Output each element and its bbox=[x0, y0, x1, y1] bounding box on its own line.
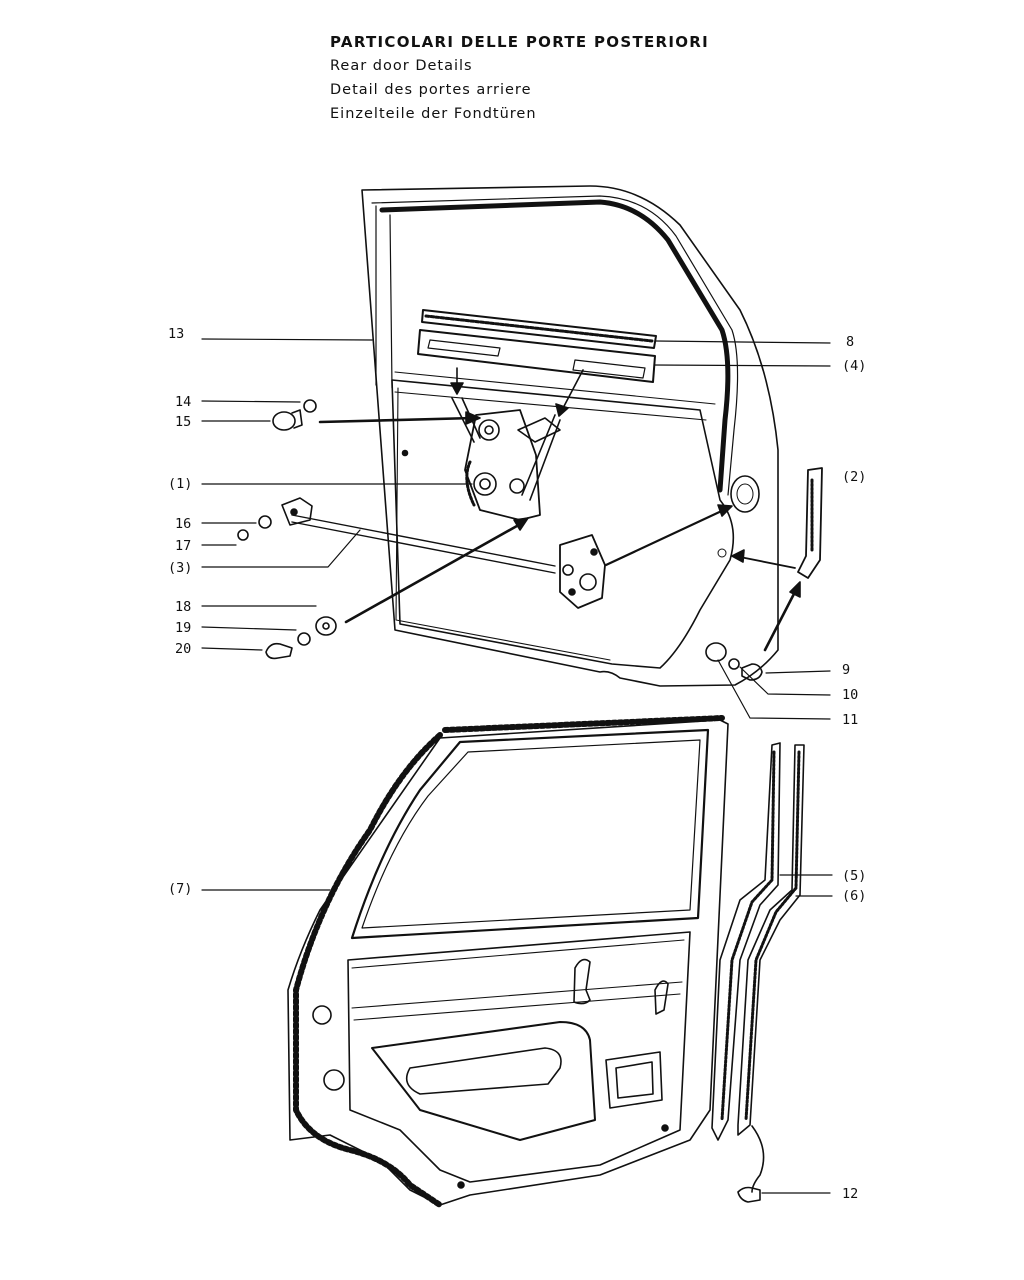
striker-plate-2 bbox=[797, 467, 823, 579]
washer-11 bbox=[705, 642, 727, 662]
callout-17: 17 bbox=[175, 538, 192, 554]
window-crank bbox=[573, 958, 591, 1005]
lower-door-outline bbox=[287, 719, 729, 1206]
callout-19: 19 bbox=[175, 620, 192, 636]
washer-19 bbox=[297, 632, 311, 646]
washer-10 bbox=[728, 658, 740, 670]
nut-16 bbox=[258, 515, 272, 529]
seal-strip-5 bbox=[711, 742, 781, 1141]
door-opener bbox=[654, 980, 669, 1015]
callout-8: 8 bbox=[846, 334, 855, 350]
callout-16: 16 bbox=[175, 516, 192, 532]
window-channel-8 bbox=[421, 309, 657, 349]
inner-panel bbox=[391, 379, 735, 669]
window-regulator-1 bbox=[464, 409, 541, 521]
callout-13: 13 bbox=[168, 326, 185, 342]
callout-3: (3) bbox=[168, 560, 193, 576]
washer-17 bbox=[237, 529, 249, 541]
title-german: Einzelteile der Fondtüren bbox=[330, 106, 537, 122]
callout-15: 15 bbox=[175, 414, 192, 430]
armrest bbox=[371, 1021, 596, 1141]
window-frame-seal bbox=[379, 199, 731, 493]
leader-lines bbox=[201, 338, 833, 1194]
upper-door-outline bbox=[361, 185, 779, 687]
door-lock bbox=[559, 534, 606, 609]
callout-9: 9 bbox=[842, 662, 851, 678]
screw-9 bbox=[741, 663, 763, 681]
screw-20 bbox=[265, 642, 293, 660]
screw-12 bbox=[737, 1186, 761, 1203]
callout-4: (4) bbox=[842, 358, 867, 374]
callout-20: 20 bbox=[175, 641, 192, 657]
ashtray bbox=[605, 1051, 663, 1109]
callout-2: (2) bbox=[842, 469, 867, 485]
callout-14: 14 bbox=[175, 394, 192, 410]
lift-rail-4 bbox=[417, 329, 656, 383]
title-block: PARTICOLARI DELLE PORTE POSTERIORI Rear … bbox=[330, 30, 709, 126]
callout-6: (6) bbox=[842, 888, 867, 904]
knob-15 bbox=[272, 411, 296, 431]
trim-panel bbox=[347, 931, 691, 1183]
callout-5: (5) bbox=[842, 868, 867, 884]
weatherstrip-7 bbox=[293, 715, 725, 1208]
upper-door-assembly bbox=[237, 185, 823, 687]
callout-1: (1) bbox=[168, 476, 193, 492]
title-italian: PARTICOLARI DELLE PORTE POSTERIORI bbox=[330, 33, 710, 51]
seal-strips bbox=[711, 742, 805, 1203]
lower-door-assembly bbox=[287, 715, 729, 1208]
callout-11: 11 bbox=[842, 712, 859, 728]
callout-7: (7) bbox=[168, 881, 193, 897]
window-opening bbox=[350, 728, 710, 940]
callout-12: 12 bbox=[842, 1186, 859, 1202]
title-english: Rear door Details bbox=[330, 58, 473, 74]
seal-strip-6 bbox=[737, 744, 805, 1136]
lock-rod-3 bbox=[291, 514, 556, 574]
washer-14 bbox=[303, 399, 317, 413]
callout-10: 10 bbox=[842, 687, 859, 703]
washer-18 bbox=[315, 616, 337, 636]
callout-18: 18 bbox=[175, 599, 192, 615]
title-french: Detail des portes arriere bbox=[330, 82, 532, 98]
